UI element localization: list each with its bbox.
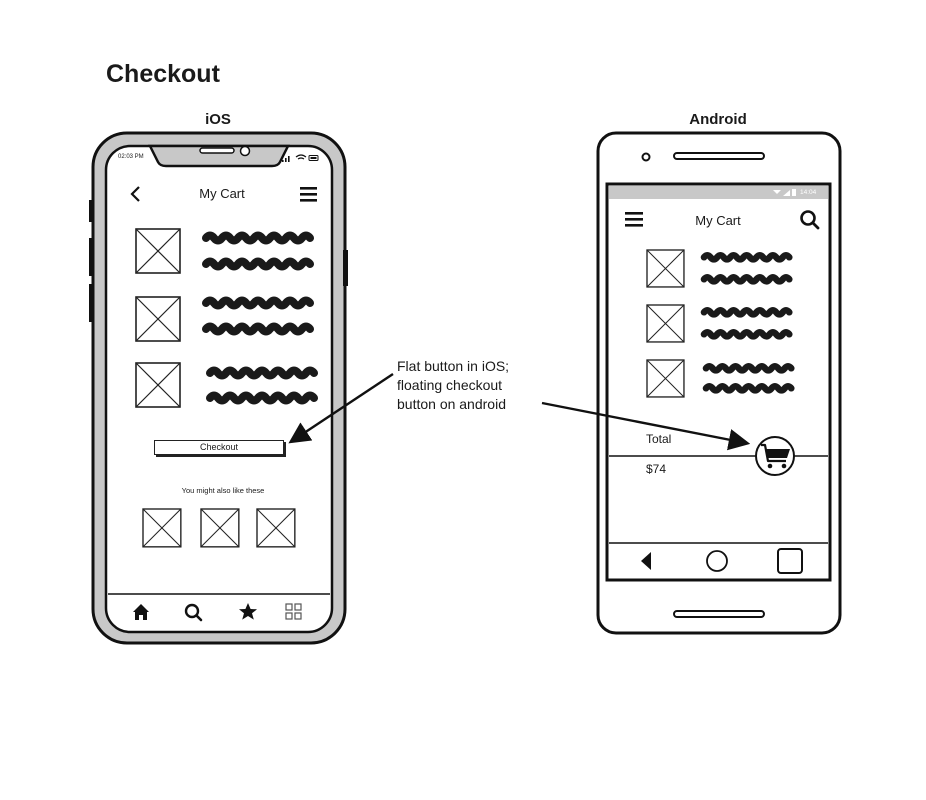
android-phone (596, 131, 842, 635)
search-icon[interactable] (800, 210, 820, 230)
checkout-button[interactable]: Checkout (154, 440, 284, 455)
image-placeholder-icon (646, 249, 685, 288)
page-title: Checkout (106, 60, 220, 88)
signal-icon (282, 156, 290, 162)
annotation-arrow-android (541, 401, 751, 451)
battery-icon (308, 155, 319, 161)
back-triangle-icon[interactable] (641, 552, 651, 570)
shopping-cart-icon (761, 443, 790, 469)
annotation-text: Flat button in iOS; floating checkout bu… (397, 357, 557, 414)
front-camera-icon (239, 145, 251, 157)
image-placeholder-icon (135, 362, 181, 408)
home-circle-icon[interactable] (706, 550, 728, 572)
image-placeholder-icon (135, 228, 181, 274)
grid-icon[interactable] (285, 603, 302, 620)
hamburger-menu-icon[interactable] (300, 187, 317, 202)
speaker-icon (199, 147, 235, 154)
status-bar (609, 186, 828, 199)
recents-square-icon[interactable] (777, 548, 803, 574)
image-placeholder-icon (646, 304, 685, 343)
suggestion-thumbnails (142, 508, 296, 548)
ios-nav-title: My Cart (199, 186, 245, 201)
android-status-time: 14:04 (800, 189, 817, 196)
android-label: Android (689, 111, 747, 128)
android-nav-title: My Cart (695, 213, 741, 228)
suggestion-image-placeholder-icon[interactable] (256, 508, 296, 548)
annotation-line: Flat button in iOS; (397, 358, 510, 374)
hamburger-menu-icon[interactable] (625, 212, 643, 227)
notch (147, 144, 291, 168)
front-camera-icon (641, 152, 651, 162)
star-icon[interactable] (239, 603, 257, 620)
suggestion-image-placeholder-icon[interactable] (200, 508, 240, 548)
ios-phone (89, 131, 348, 645)
total-value: $74 (646, 462, 667, 476)
annotation-line: button on android (397, 396, 506, 412)
total-label: Total (646, 432, 672, 446)
image-placeholder-icon (135, 296, 181, 342)
search-icon[interactable] (184, 603, 203, 622)
speaker-icon (673, 610, 765, 618)
back-chevron-icon[interactable] (130, 186, 140, 202)
annotation-arrow-ios (288, 373, 394, 444)
speaker-icon (673, 152, 765, 160)
wifi-icon (295, 154, 307, 160)
status-icons (773, 189, 796, 196)
checkout-fab[interactable] (755, 436, 795, 476)
ios-status-time: 02:03 PM (118, 154, 144, 160)
annotation-line: floating checkout (397, 377, 503, 393)
image-placeholder-icon (646, 359, 685, 398)
home-icon[interactable] (133, 604, 149, 620)
suggestions-heading: You might also like these (181, 486, 265, 495)
ios-label: iOS (205, 111, 231, 128)
suggestion-image-placeholder-icon[interactable] (142, 508, 182, 548)
